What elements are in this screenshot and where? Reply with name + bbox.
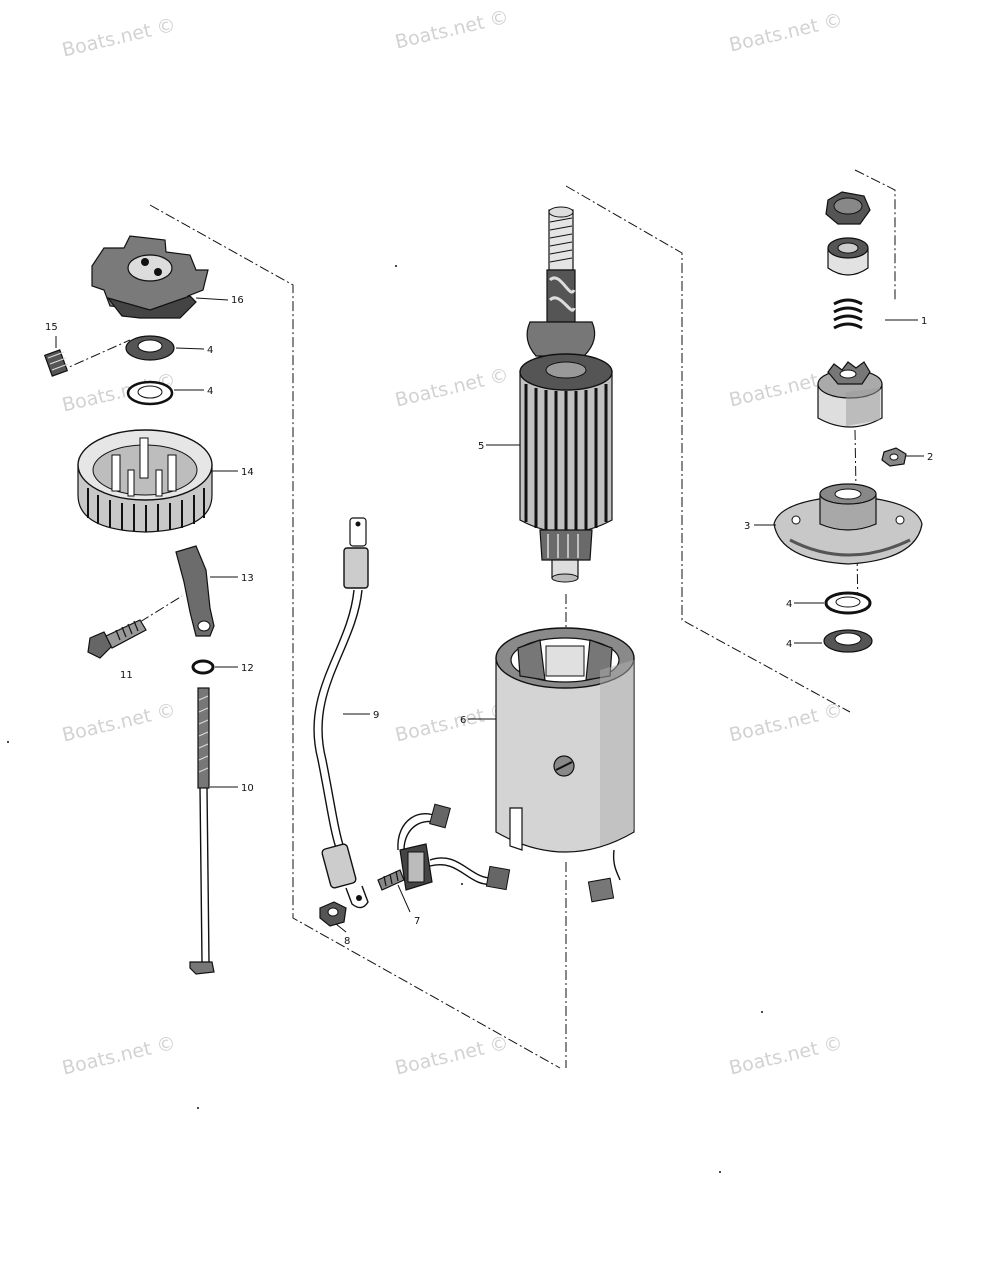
washer-part-4 bbox=[824, 591, 872, 615]
assembly-guide-lines bbox=[57, 169, 896, 1069]
callout-14: 14 bbox=[241, 467, 254, 478]
nut-part-8 bbox=[319, 901, 347, 927]
end-cap-part-3 bbox=[773, 483, 923, 565]
bolt-part-11 bbox=[87, 619, 147, 659]
callout-2: 2 bbox=[927, 452, 933, 463]
nut-part-2 bbox=[881, 447, 907, 467]
field-frame-part-6 bbox=[495, 627, 635, 903]
drive-assembly-part-1 bbox=[817, 191, 883, 428]
brush-plate-part-16 bbox=[91, 235, 209, 319]
lockwasher-part-12 bbox=[191, 659, 215, 675]
callout-11: 11 bbox=[120, 670, 133, 681]
callout-16: 16 bbox=[231, 295, 244, 306]
callout-13: 13 bbox=[241, 573, 254, 584]
spring-part-15 bbox=[43, 349, 69, 377]
callout-3: 3 bbox=[744, 521, 750, 532]
callout-10: 10 bbox=[241, 783, 254, 794]
callout-15: 15 bbox=[45, 322, 58, 333]
callout-5: 5 bbox=[478, 441, 484, 452]
callout-4: 4 bbox=[786, 599, 792, 610]
washer-part-4 bbox=[823, 629, 873, 653]
callout-4: 4 bbox=[207, 386, 213, 397]
armature-part-5 bbox=[519, 206, 613, 583]
brush-set-part-7 bbox=[377, 803, 511, 891]
scan-specks bbox=[7, 265, 763, 1173]
callout-7: 7 bbox=[414, 916, 420, 927]
callout-9: 9 bbox=[373, 710, 379, 721]
through-bolt-part-10 bbox=[189, 687, 215, 975]
callout-labels: 16 15 4 4 14 13 11 12 10 1 2 3 4 4 5 6 9… bbox=[45, 295, 933, 947]
callout-4: 4 bbox=[207, 345, 213, 356]
lead-wire-part-9 bbox=[313, 517, 369, 909]
callout-leader-lines bbox=[55, 297, 924, 933]
callout-12: 12 bbox=[241, 663, 254, 674]
washer-part-4 bbox=[126, 380, 174, 406]
callout-8: 8 bbox=[344, 936, 350, 947]
callout-6: 6 bbox=[460, 715, 466, 726]
callout-4: 4 bbox=[786, 639, 792, 650]
brush-holder-ring-part-14 bbox=[77, 429, 213, 533]
washer-part-4 bbox=[125, 335, 175, 361]
callout-1: 1 bbox=[921, 316, 927, 327]
terminal-bracket-part-13 bbox=[175, 545, 215, 637]
